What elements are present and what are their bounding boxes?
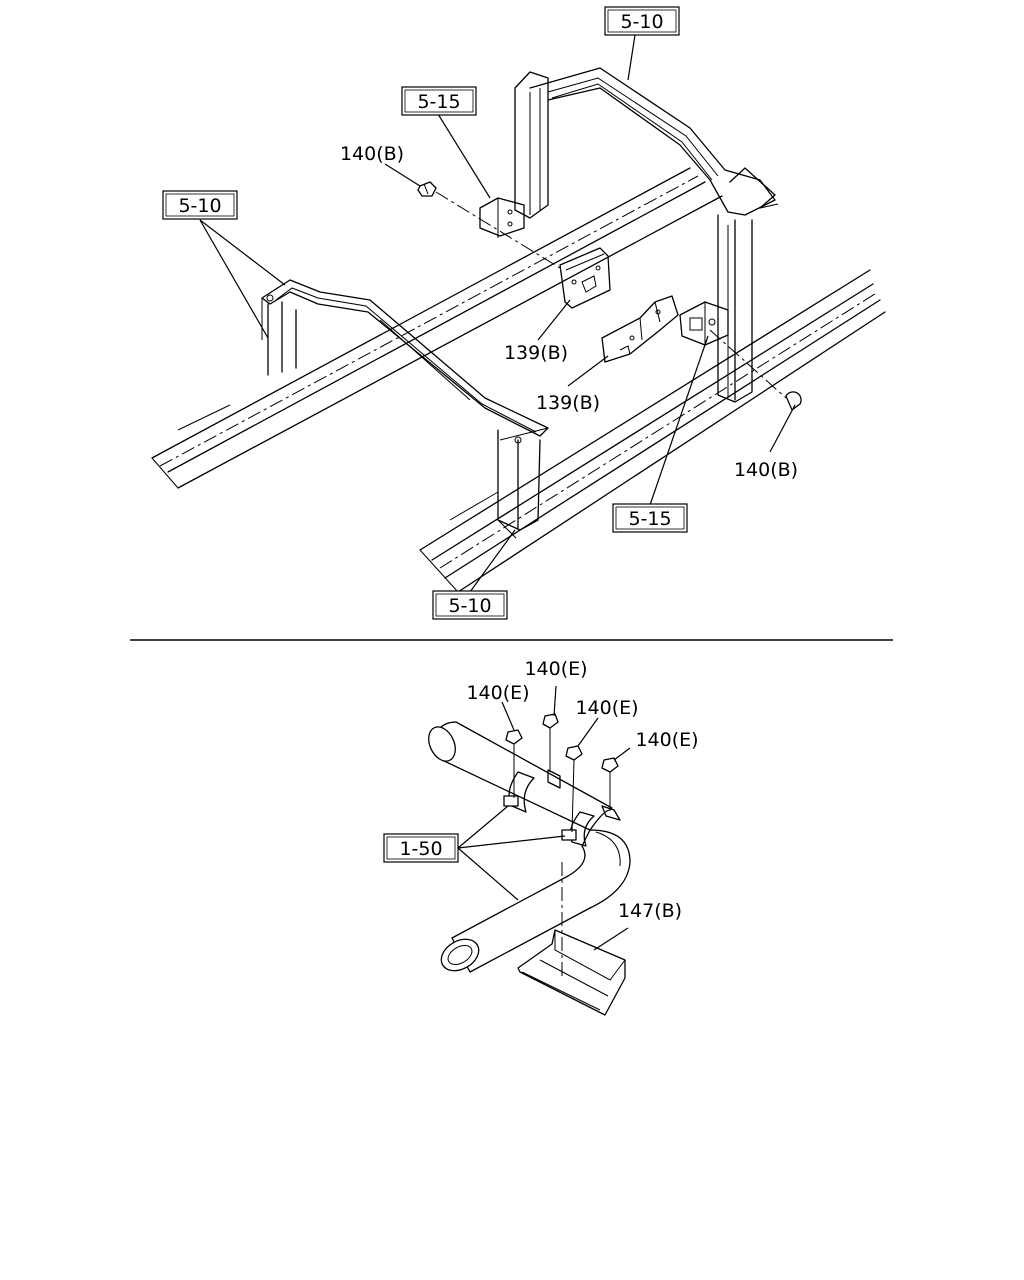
leader-lines-upper (199, 34, 796, 593)
callout-5-10-bottom-text: 5-10 (448, 595, 491, 617)
left-crossmember (261, 279, 549, 539)
label-140e-2: 140(E) (466, 682, 529, 704)
callout-5-15-bottom: 5-15 (612, 503, 688, 533)
callout-5-15-top-text: 5-15 (417, 91, 460, 113)
callout-5-10-left-text: 5-10 (178, 195, 221, 217)
label-139b-upper: 139(B) (504, 342, 568, 364)
heat-shield-147b (517, 862, 626, 1016)
bolt-140b-lower (709, 329, 802, 411)
bolt-140e-1 (505, 729, 523, 798)
bracket-5-15-lower (679, 301, 729, 346)
chassis-frame-rails (151, 167, 886, 593)
label-147b: 147(B) (618, 900, 682, 922)
bolt-140e-2 (542, 713, 559, 772)
callout-5-15-top: 5-15 (401, 86, 477, 116)
bracket-5-15-upper (479, 197, 525, 238)
callout-5-10-bottom: 5-10 (432, 590, 508, 620)
bolts-140e (505, 713, 619, 833)
plate-139b-lower (601, 295, 679, 363)
callout-5-10-left: 5-10 (162, 190, 238, 220)
callout-1-50-text: 1-50 (399, 838, 442, 860)
label-140b-lower: 140(B) (734, 459, 798, 481)
label-140e-3: 140(E) (575, 697, 638, 719)
label-140e-4: 140(E) (635, 729, 698, 751)
callout-5-10-top: 5-10 (604, 6, 680, 36)
label-139b-lower: 139(B) (536, 392, 600, 414)
bolt-140b-upper (417, 181, 561, 269)
callout-1-50: 1-50 (383, 833, 459, 863)
exhaust-pipe (428, 721, 631, 973)
bolt-140e-3 (565, 745, 583, 833)
leader-lines-lower (457, 685, 631, 951)
clamps-1-50 (503, 769, 621, 847)
callout-5-15-bottom-text: 5-15 (628, 508, 671, 530)
label-140b-upper: 140(B) (340, 143, 404, 165)
label-140e-1: 140(E) (524, 658, 587, 680)
bolt-140e-4 (601, 757, 619, 808)
callout-5-10-top-text: 5-10 (620, 11, 663, 33)
plate-139b-upper (559, 247, 611, 309)
